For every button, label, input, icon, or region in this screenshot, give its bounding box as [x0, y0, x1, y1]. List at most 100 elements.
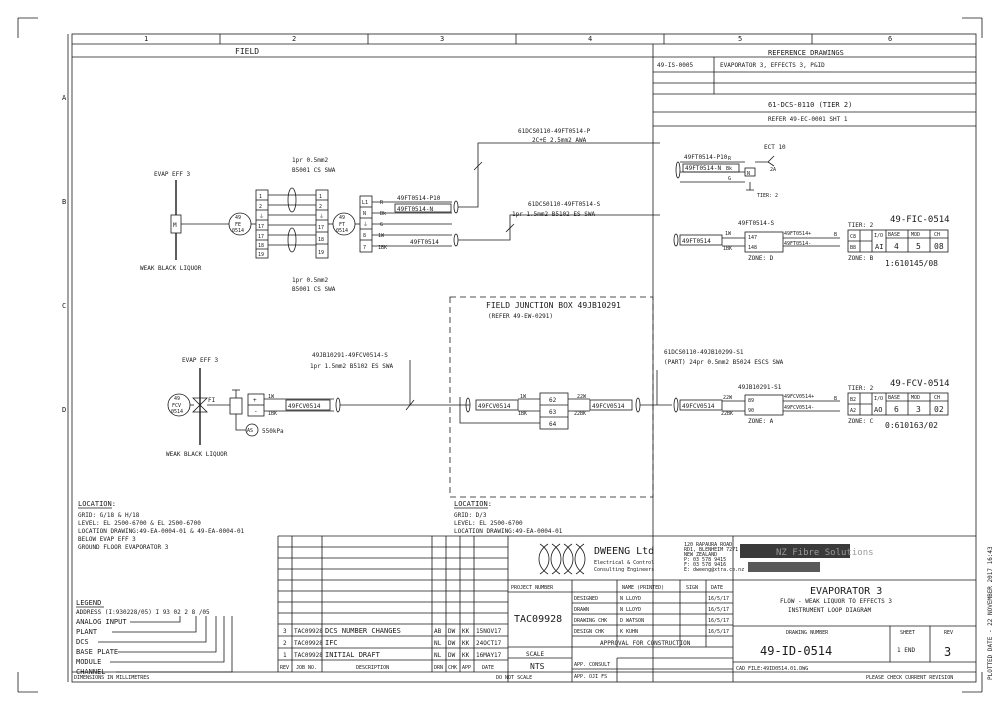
svg-text:RD1, BLENHEIM 7271: RD1, BLENHEIM 7271 [684, 547, 738, 553]
svg-text:3: 3 [916, 405, 921, 414]
jb-tag-right: 49FCV0514 [592, 403, 625, 410]
top-meter-label: M [173, 222, 177, 229]
project-number: TAC09928 [514, 614, 562, 625]
ft-bubble-tag: 0514 [336, 228, 348, 234]
svg-text:1W: 1W [378, 233, 385, 239]
scale-label: SCALE [526, 651, 544, 658]
bottom-loop-field: EVAP EFF 3 WEAK BLACK LIQUOR FI 49 FCV 0… [166, 352, 470, 458]
svg-text:22BK: 22BK [721, 411, 733, 417]
svg-text:DW: DW [448, 640, 456, 647]
approval-heading: APPROVAL FOR CONSTRUCTION [600, 640, 691, 647]
svg-text:ANALOG INPUT: ANALOG INPUT [76, 618, 127, 626]
psu-tag-p10: 49FT0514-P10 [684, 154, 728, 161]
svg-text:R: R [728, 156, 732, 162]
title-block-frame [277, 535, 976, 682]
svg-text:JOB NO.: JOB NO. [296, 665, 317, 671]
top-tag-p10: 49FT0514-P10 [397, 195, 441, 202]
drawing-title-block: EVAPORATOR 3 FLOW - WEAK LIQUOR TO EFFEC… [733, 586, 976, 672]
fe-bubble-loop: 49 [235, 215, 241, 221]
ft-power-terminal-block: L1 N ⏚ 8 7 R Bk G 1W 1BK [359, 195, 387, 253]
fic-tag: 49-FIC-0514 [890, 215, 950, 225]
svg-text:0514: 0514 [171, 409, 183, 415]
top-cable2-type: B5001 CS SWA [292, 286, 336, 293]
location-right: LOCATION: GRID: D/3 LEVEL: EL 2500-6700 … [454, 500, 563, 535]
svg-text:SIGN: SIGN [686, 585, 698, 591]
svg-text:63: 63 [549, 409, 557, 416]
svg-text:120 RAPAURA ROAD: 120 RAPAURA ROAD [684, 542, 732, 548]
svg-text:REV: REV [944, 630, 953, 636]
jb-title: FIELD JUNCTION BOX 49JB10291 [486, 301, 621, 310]
psu-tag-n: 49FT0514-N [685, 165, 722, 172]
grid-col-5: 5 [738, 35, 742, 43]
svg-text:1W: 1W [725, 231, 732, 237]
svg-text:B8: B8 [850, 245, 856, 251]
dimensions-note: DIMENSIONS IN MILLIMETRES [74, 675, 149, 681]
svg-text:DESIGN CHK: DESIGN CHK [574, 629, 604, 635]
client-block: NZ Fibre Solutions [733, 544, 976, 581]
air-supply-pressure: 550kPa [262, 428, 284, 435]
svg-text:DESIGNED: DESIGNED [574, 596, 598, 602]
svg-text:49FCV0514+: 49FCV0514+ [784, 394, 814, 400]
top-tag-n: 49FT0514-N [397, 206, 434, 213]
field-heading: FIELD [235, 47, 259, 56]
svg-text:64: 64 [549, 421, 557, 428]
svg-text:DCS: DCS [76, 638, 89, 646]
top-signal-cable-id: 61DCS0110-49FT0514-S [528, 201, 601, 208]
svg-text:MODULE: MODULE [76, 658, 101, 666]
svg-text:NL: NL [434, 640, 442, 647]
svg-text:AB: AB [434, 628, 442, 635]
svg-text:N: N [363, 211, 366, 217]
fic-zone: 49FT0514 49FT0514-S 1W 1BK 147 148 ZONE:… [673, 215, 950, 268]
grid-rows: A B C D [62, 94, 67, 414]
top-cable2-size: 1pr 0.5mm2 [292, 277, 329, 284]
location-right-title: LOCATION: [454, 500, 492, 508]
svg-text:BASE: BASE [888, 232, 900, 238]
svg-text:B2: B2 [850, 397, 856, 403]
svg-text:17: 17 [258, 224, 264, 230]
svg-text:22W: 22W [577, 394, 587, 400]
revision-row-1: 1 TAC09928 INITIAL DRAFT NL DW KK 16MAY1… [283, 651, 502, 659]
svg-text:DRN: DRN [434, 665, 443, 671]
fic-address: 1:610145/08 [885, 259, 938, 268]
grid-row-c: C [62, 302, 66, 310]
legend-title: LEGEND [76, 599, 101, 607]
psu-ect: ECT 10 [764, 144, 786, 151]
svg-text:LOCATION DRAWING:49-EA-0004-01: LOCATION DRAWING:49-EA-0004-01 & 49-EA-0… [78, 528, 245, 535]
fe-bubble-tag: 0514 [232, 228, 244, 234]
svg-text:BASE PLATE: BASE PLATE [76, 648, 118, 656]
svg-text:08: 08 [934, 242, 944, 251]
bottom-cable-id: 49JB10291-49FCV0514-S [312, 352, 388, 359]
svg-text:49FT0514-: 49FT0514- [784, 241, 811, 247]
do-not-scale-note: DO NOT SCALE [496, 675, 532, 681]
svg-text:19: 19 [318, 250, 324, 256]
dcs-tier-title: 61-DCS-0110 (TIER 2) [768, 101, 852, 109]
check-revision-note: PLEASE CHECK CURRENT REVISION [866, 675, 953, 681]
grid-columns: 1 2 3 4 5 6 [144, 34, 892, 44]
bottom-liquor-label: WEAK BLACK LIQUOR [166, 451, 228, 458]
svg-text:90: 90 [748, 408, 754, 414]
svg-text:17: 17 [258, 234, 264, 240]
svg-text:N LLOYD: N LLOYD [620, 596, 641, 602]
svg-text:17: 17 [318, 225, 324, 231]
client-name: NZ Fibre Solutions [776, 548, 874, 558]
svg-text:147: 147 [748, 235, 757, 241]
svg-text:1BK: 1BK [518, 411, 527, 417]
svg-text:PLANT: PLANT [76, 628, 98, 636]
drawing-frame [71, 33, 977, 683]
svg-text:6: 6 [894, 405, 899, 414]
drawing-number: 49-ID-0514 [760, 644, 832, 658]
fcv-zone-c: ZONE: C [848, 418, 874, 425]
ft-bubble-loop: 49 [339, 215, 345, 221]
svg-text:L1: L1 [362, 200, 368, 206]
svg-text:15NOV17: 15NOV17 [476, 628, 502, 635]
multicore-cable-type: (PART) 24pr 0.5mm2 B5024 ESCS SWA [664, 359, 784, 366]
bottom-cable-type: 1pr 1.5mm2 B5102 ES SWA [310, 363, 393, 370]
svg-text:CH: CH [934, 395, 940, 401]
reference-drawings-table: 49-IS-0005 EVAPORATOR 3, EFFECTS 3, P&ID… [653, 57, 976, 127]
revision-number: 3 [944, 645, 951, 659]
svg-text:LEVEL: EL 2500-6700 & EL 2500-: LEVEL: EL 2500-6700 & EL 2500-6700 [78, 520, 201, 527]
sheet-number: 1 END [897, 647, 915, 654]
svg-text:I/O: I/O [874, 233, 883, 239]
svg-text:NL: NL [434, 652, 442, 659]
